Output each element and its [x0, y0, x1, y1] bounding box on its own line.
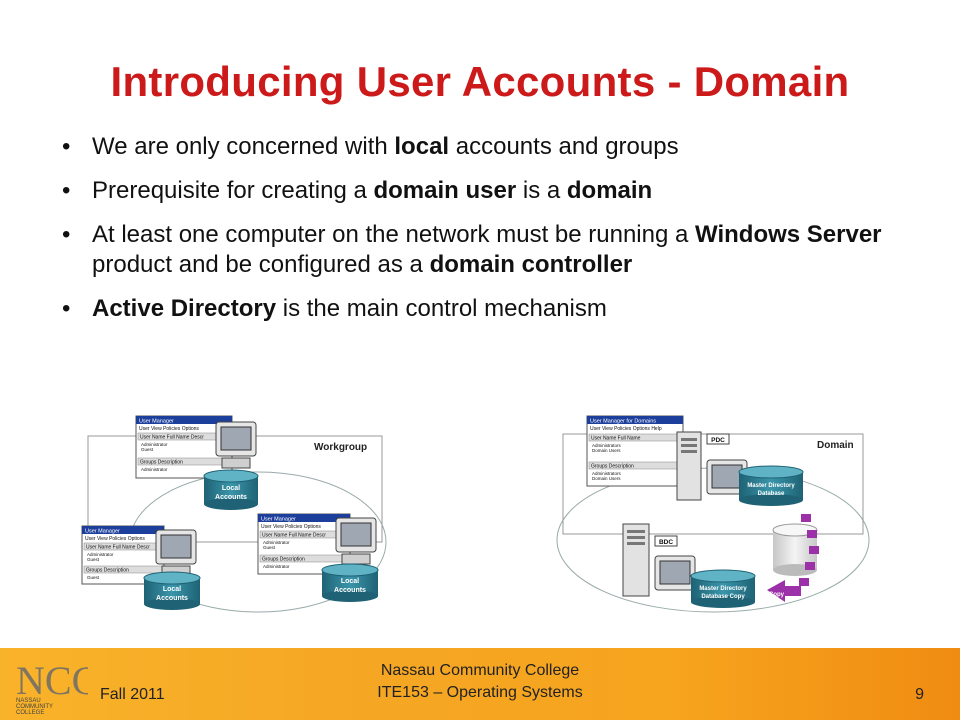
bullet-item: Active Directory is the main control mec…: [62, 294, 922, 324]
svg-text:User View Policies Options: User View Policies Options: [85, 536, 145, 542]
footer-term: Fall 2011: [100, 686, 165, 703]
bdc-server-icon: BDC: [622, 523, 696, 597]
svg-text:Administrators: Administrators: [592, 471, 622, 476]
svg-text:User Manager: User Manager: [139, 419, 174, 425]
svg-text:User View Policies Options: User View Policies Options: [261, 524, 321, 530]
svg-text:Administrator: Administrator: [263, 540, 290, 545]
footer-course: ITE153 – Operating Systems: [377, 684, 583, 701]
svg-text:Local: Local: [222, 485, 240, 492]
svg-text:Database: Database: [758, 491, 785, 497]
svg-text:User View Policies Options: User View Policies Options Help: [590, 426, 662, 432]
svg-text:COLLEGE: COLLEGE: [16, 710, 44, 716]
bullet-list: We are only concerned with local account…: [62, 132, 922, 338]
college-logo: NCC NASSAU COMMUNITY COLLEGE: [16, 658, 88, 716]
svg-text:Domain Users: Domain Users: [592, 476, 621, 481]
svg-text:Groups Description: Groups Description: [86, 568, 129, 574]
svg-text:NASSAU: NASSAU: [16, 698, 41, 704]
svg-text:Master Directory: Master Directory: [699, 586, 747, 592]
svg-text:Guest: Guest: [87, 575, 100, 580]
svg-text:PDC: PDC: [711, 437, 725, 444]
svg-text:User Name Full Name: User Name Full Name: [591, 436, 641, 442]
svg-text:Administrator: Administrator: [263, 564, 290, 569]
computer-icon: [335, 517, 377, 565]
local-accounts-cylinder: Local Accounts: [203, 469, 259, 510]
svg-text:Master Directory: Master Directory: [747, 483, 795, 489]
svg-text:Guest: Guest: [263, 545, 276, 550]
database-copy-cylinder: Master Directory Database Copy: [690, 569, 756, 608]
svg-text:NCC: NCC: [16, 658, 88, 703]
page-number: 9: [915, 686, 924, 703]
computer-icon: [155, 529, 197, 577]
svg-text:Local: Local: [163, 586, 181, 593]
replication-arrow-icon: [767, 514, 819, 602]
svg-text:Groups Description: Groups Description: [262, 557, 305, 563]
svg-text:User Name Full Name Descr: User Name Full Name Descr: [86, 545, 150, 551]
svg-text:Administrator: Administrator: [87, 552, 114, 557]
svg-text:User Manager: User Manager: [261, 517, 296, 523]
footer-college: Nassau Community College: [380, 662, 580, 679]
svg-text:User View Policies Options: User View Policies Options: [139, 426, 199, 432]
user-manager-window: User Manager for Domains User View Polic…: [586, 415, 684, 487]
svg-text:Accounts: Accounts: [156, 595, 188, 602]
svg-text:Copy: Copy: [769, 592, 785, 598]
bullet-item: Prerequisite for creating a domain user …: [62, 176, 922, 206]
svg-text:User Name Full Name Descr: User Name Full Name Descr: [140, 435, 204, 441]
svg-text:Local: Local: [341, 578, 359, 585]
svg-text:User Name Full Name Descr: User Name Full Name Descr: [262, 533, 326, 539]
computer-icon: [215, 421, 257, 469]
local-accounts-cylinder: Local Accounts: [143, 571, 201, 610]
svg-text:Accounts: Accounts: [215, 494, 247, 501]
workgroup-label: Workgroup: [314, 442, 367, 453]
svg-text:Guest: Guest: [141, 447, 154, 452]
footer-course-info: Nassau Community College ITE153 – Operat…: [330, 660, 630, 704]
svg-text:Guest: Guest: [87, 557, 100, 562]
bullet-item: At least one computer on the network mus…: [62, 220, 922, 280]
user-manager-window: User Manager User View Policies Options …: [81, 525, 165, 585]
svg-text:Domain Users: Domain Users: [592, 448, 621, 453]
master-directory-cylinder: Master Directory Database: [738, 465, 804, 506]
svg-text:Database Copy: Database Copy: [701, 594, 745, 600]
workgroup-diagram: Workgroup User Manager User View Policie…: [81, 415, 387, 613]
svg-text:User Manager for Domains: User Manager for Domains: [590, 419, 656, 425]
domain-label: Domain: [817, 440, 854, 451]
svg-text:COMMUNITY: COMMUNITY: [16, 704, 53, 710]
svg-text:Administrator: Administrator: [141, 442, 168, 447]
slide-title: Introducing User Accounts - Domain: [110, 58, 850, 105]
local-accounts-cylinder: Local Accounts: [321, 563, 379, 602]
svg-text:User Manager: User Manager: [85, 529, 120, 535]
svg-text:BDC: BDC: [659, 539, 673, 546]
svg-text:Groups Description: Groups Description: [591, 464, 634, 470]
footer-bar: NCC NASSAU COMMUNITY COLLEGE Fall 2011 N…: [0, 648, 960, 720]
pdc-server-icon: PDC: [676, 431, 748, 501]
svg-text:Administrator: Administrator: [141, 467, 168, 472]
domain-diagram: Domain User Manager for Domains User Vie…: [556, 415, 870, 613]
bullet-item: We are only concerned with local account…: [62, 132, 922, 162]
svg-text:Accounts: Accounts: [334, 587, 366, 594]
svg-text:Groups Description: Groups Description: [140, 460, 183, 466]
svg-text:Administrators: Administrators: [592, 443, 622, 448]
user-manager-window: User Manager User View Policies Options …: [257, 513, 351, 575]
